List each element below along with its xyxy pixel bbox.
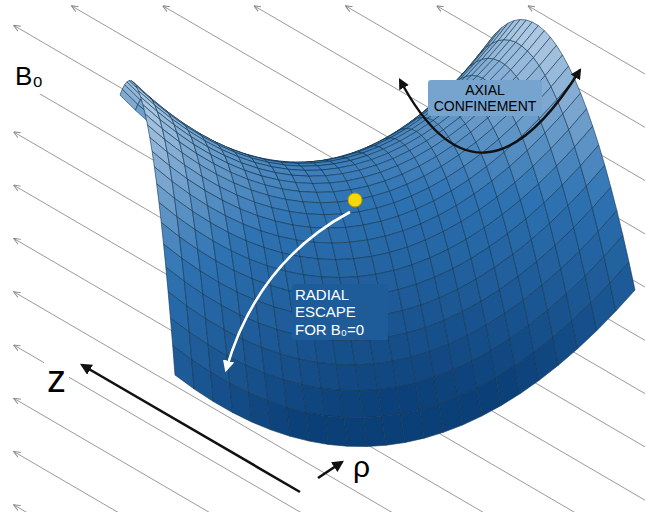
field-label: B₀ [12, 60, 46, 94]
mesh-cell [173, 346, 194, 389]
mesh-cell [192, 360, 214, 402]
mesh-cell [610, 262, 635, 311]
annotation-text: AXIAL CONFINEMENT [428, 80, 542, 116]
annotations [82, 70, 580, 492]
field-line [528, 6, 645, 196]
field-line [14, 505, 507, 512]
annotation-text: RADIAL ESCAPE FOR B₀=0 [292, 284, 388, 340]
field-line [346, 6, 645, 276]
field-line [14, 132, 645, 512]
field-line [72, 6, 645, 395]
z-axis-arrow [82, 365, 300, 492]
rho-axis-arrow [318, 462, 342, 478]
field-line [14, 26, 645, 435]
mesh-cell [230, 383, 252, 422]
mesh-cell [211, 372, 233, 412]
field-line [163, 6, 645, 355]
field-line [14, 185, 645, 512]
particle-dot [348, 193, 362, 207]
mesh-cell [268, 401, 290, 436]
field-line [14, 79, 645, 475]
axis-label: z [44, 356, 69, 404]
mesh-cell [249, 393, 271, 430]
axis-label: ρ [350, 448, 373, 487]
saddle-surface [120, 20, 635, 447]
field-line [14, 239, 623, 512]
field-line [14, 452, 530, 512]
field-line [254, 6, 645, 316]
axial-arrow [400, 70, 580, 153]
field-lines [14, 6, 645, 512]
field-line [14, 345, 576, 512]
